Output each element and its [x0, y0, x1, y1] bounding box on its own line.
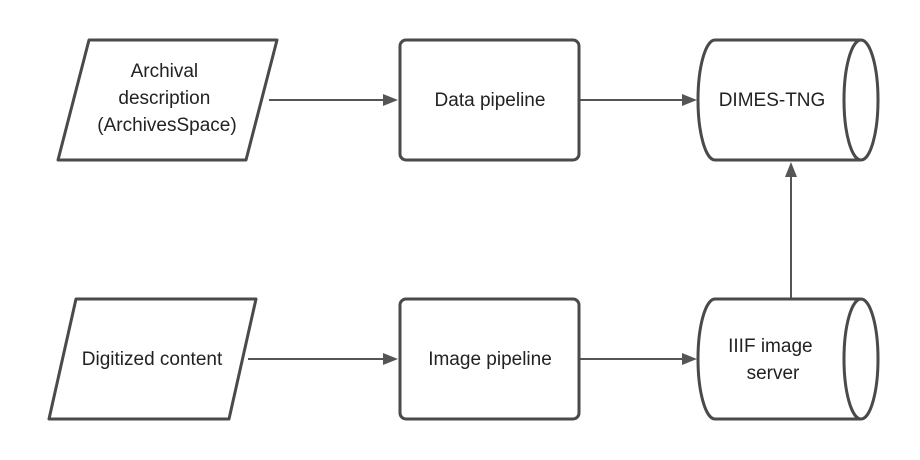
- svg-text:IIIF image server: IIIF image server: [728, 336, 818, 384]
- node-label-line: DIMES-TNG: [719, 90, 826, 111]
- node-label-line: server: [747, 363, 800, 384]
- node-data-pipeline[interactable]: Data pipeline: [398, 38, 581, 162]
- node-label-line: IIIF image: [728, 336, 812, 357]
- cylinder-rim: [842, 38, 862, 162]
- process-box: [398, 38, 581, 162]
- edge-digitized-to-image-pipeline: [248, 353, 398, 365]
- node-label-line: Digitized content: [82, 349, 223, 370]
- node-label-line: Image pipeline: [428, 349, 552, 370]
- parallelogram-shape: [47, 297, 258, 421]
- process-box: [398, 297, 581, 421]
- cylinder-rim: [842, 297, 862, 421]
- edge-archival-to-data-pipeline: [269, 94, 398, 106]
- svg-text:Archival description: Archival description (ArchivesSpace): [97, 61, 236, 136]
- svg-text:Image pipeline: Image pipeline: [428, 349, 552, 370]
- node-dimes-tng[interactable]: DIMES-TNG: [696, 38, 880, 162]
- node-image-pipeline[interactable]: Image pipeline: [398, 297, 581, 421]
- node-label-line: (ArchivesSpace): [97, 115, 236, 136]
- edge-data-pipeline-to-dimes: [580, 94, 697, 106]
- svg-text:DIMES-TNG: DIMES-TNG: [719, 90, 826, 111]
- node-iiif-image-server[interactable]: IIIF image server: [696, 297, 880, 421]
- edge-iiif-to-dimes: [785, 162, 797, 298]
- node-label-line: Archival: [131, 61, 199, 82]
- node-label-line: description: [118, 88, 210, 109]
- node-archival-description[interactable]: Archival description (ArchivesSpace): [56, 38, 279, 162]
- svg-text:Data pipeline: Data pipeline: [435, 90, 546, 111]
- parallelogram-shape: [56, 38, 279, 162]
- svg-text:Digitized content: Digitized content: [82, 349, 223, 370]
- edge-image-pipeline-to-iiif: [580, 353, 697, 365]
- node-digitized-content[interactable]: Digitized content: [47, 297, 258, 421]
- edges: [248, 94, 797, 365]
- node-label-line: Data pipeline: [435, 90, 546, 111]
